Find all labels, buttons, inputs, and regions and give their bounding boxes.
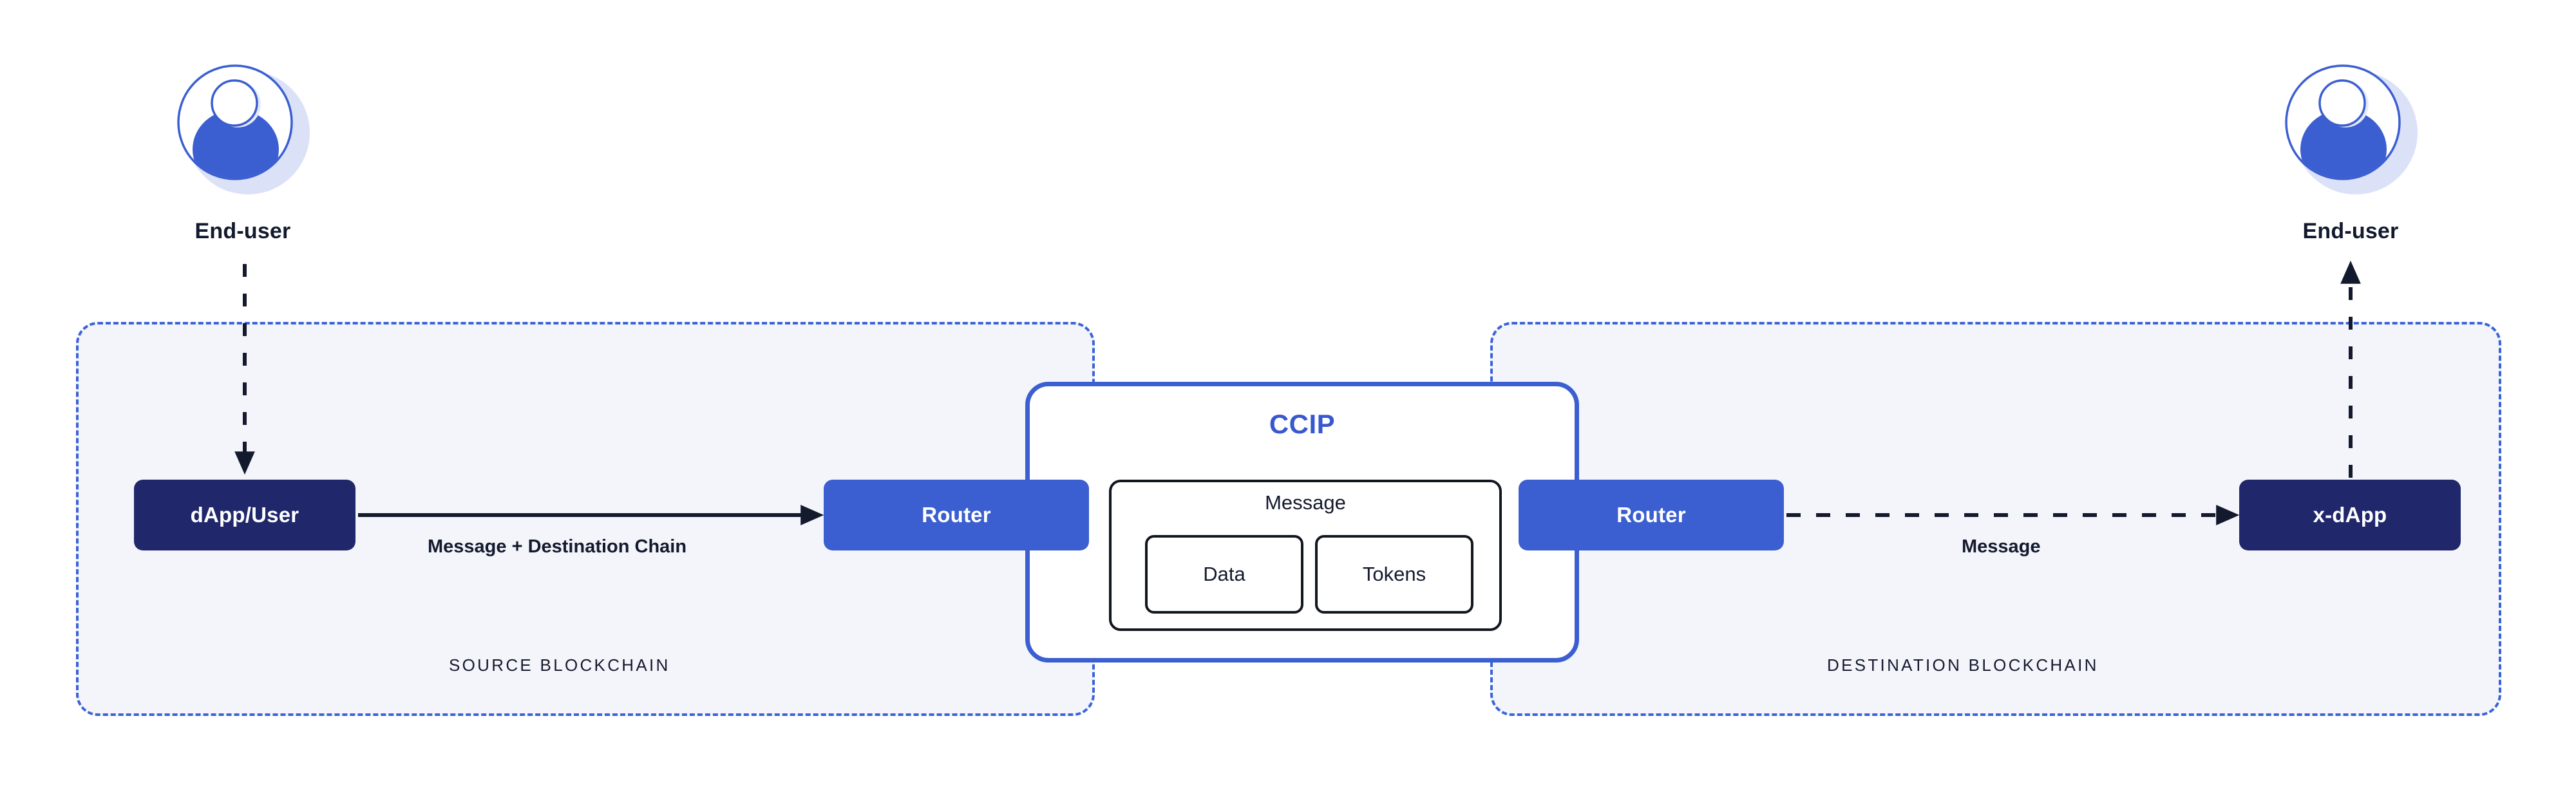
destination-blockchain-label: DESTINATION BLOCKCHAIN: [1827, 655, 2099, 675]
node-router-destination: Router: [1519, 480, 1784, 550]
ccip-container: CCIP Message Data Tokens: [1025, 382, 1579, 663]
message-part-data: Data: [1145, 535, 1303, 614]
node-dapp-user: dApp/User: [134, 480, 355, 550]
end-user-avatar-right: [2280, 59, 2421, 207]
end-user-label-right: End-user: [2302, 219, 2399, 243]
user-avatar-icon: [2285, 64, 2418, 194]
end-user-avatar-left: [173, 59, 313, 207]
source-blockchain-label: SOURCE BLOCKCHAIN: [449, 655, 670, 675]
node-x-dapp: x-dApp: [2239, 480, 2461, 550]
message-box: Message Data Tokens: [1109, 480, 1502, 631]
user-avatar-icon: [177, 64, 310, 194]
message-part-tokens: Tokens: [1315, 535, 1473, 614]
ccip-title: CCIP: [1269, 409, 1336, 439]
edge-label-message: Message: [1962, 536, 2041, 557]
message-box-title: Message: [1265, 491, 1346, 514]
node-router-source: Router: [824, 480, 1089, 550]
edge-label-message-destination-chain: Message + Destination Chain: [428, 536, 687, 557]
end-user-label-left: End-user: [194, 219, 291, 243]
